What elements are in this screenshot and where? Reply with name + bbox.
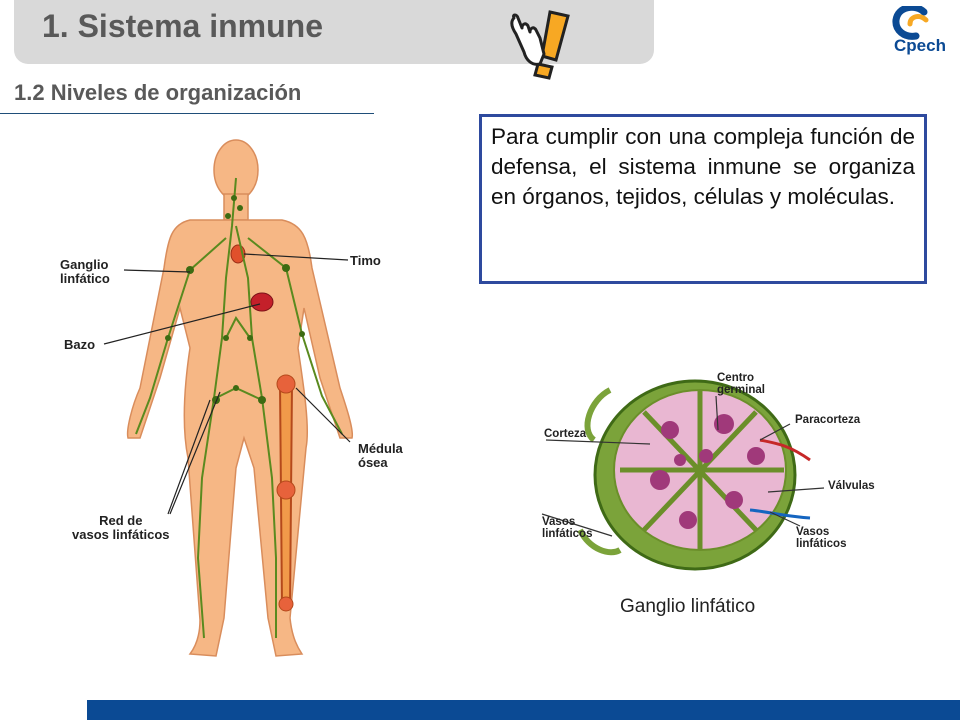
label-corteza: Corteza bbox=[544, 428, 587, 440]
lymph-node-illustration bbox=[541, 379, 825, 571]
cpech-logo bbox=[892, 6, 929, 40]
description-text: Para cumplir con una compleja función de… bbox=[491, 124, 915, 209]
label-valvulas: Válvulas bbox=[828, 480, 875, 492]
logo-text: Cpech bbox=[894, 36, 946, 55]
label-bazo: Bazo bbox=[64, 337, 96, 352]
description-box: Para cumplir con una compleja función de… bbox=[479, 114, 927, 284]
footer-bar bbox=[87, 700, 960, 720]
label-ganglio: Ganglio linfático bbox=[60, 257, 110, 286]
label-medula: Médula ósea bbox=[358, 441, 403, 470]
lymphatic-body-illustration bbox=[103, 139, 354, 657]
node-caption: Ganglio linfático bbox=[620, 596, 756, 617]
label-red-vasos: Red de vasos linfáticos bbox=[72, 513, 170, 542]
label-timo: Timo bbox=[350, 253, 381, 268]
page-title: 1. Sistema inmune bbox=[42, 8, 323, 44]
label-centro-germinal: Centro germinal bbox=[717, 372, 765, 397]
label-vasos-right: Vasos linfáticos bbox=[796, 526, 847, 551]
pointing-hand-icon bbox=[510, 10, 570, 80]
label-vasos-left: Vasos linfáticos bbox=[542, 516, 593, 541]
label-paracorteza: Paracorteza bbox=[795, 414, 861, 426]
subtitle-underline bbox=[0, 113, 374, 114]
exclamation-icon bbox=[533, 10, 570, 80]
section-subtitle: 1.2 Niveles de organización bbox=[14, 80, 302, 105]
